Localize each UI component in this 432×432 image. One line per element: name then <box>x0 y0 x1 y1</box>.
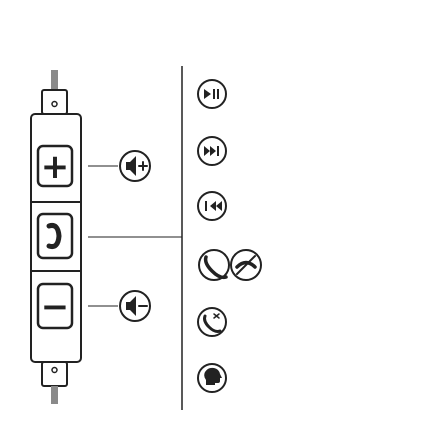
volume-up-symbol: + <box>41 147 70 187</box>
volume-down-button[interactable]: − <box>38 284 72 328</box>
previous-track-icon <box>198 192 226 220</box>
redial-icon <box>198 308 226 336</box>
answer-call-icon <box>199 250 229 280</box>
plug-bottom <box>42 362 67 386</box>
volume-up-button[interactable]: + <box>38 146 72 187</box>
cable-top <box>51 70 58 90</box>
speaker-plus-icon <box>120 151 150 181</box>
next-track-icon <box>198 137 226 165</box>
call-button[interactable] <box>38 214 72 258</box>
volume-down-symbol: − <box>41 287 70 327</box>
cable-bottom <box>51 386 58 404</box>
play-pause-icon <box>198 80 226 108</box>
speaker-minus-icon <box>120 291 150 321</box>
voice-assistant-icon <box>198 364 226 392</box>
end-call-icon <box>231 250 261 280</box>
